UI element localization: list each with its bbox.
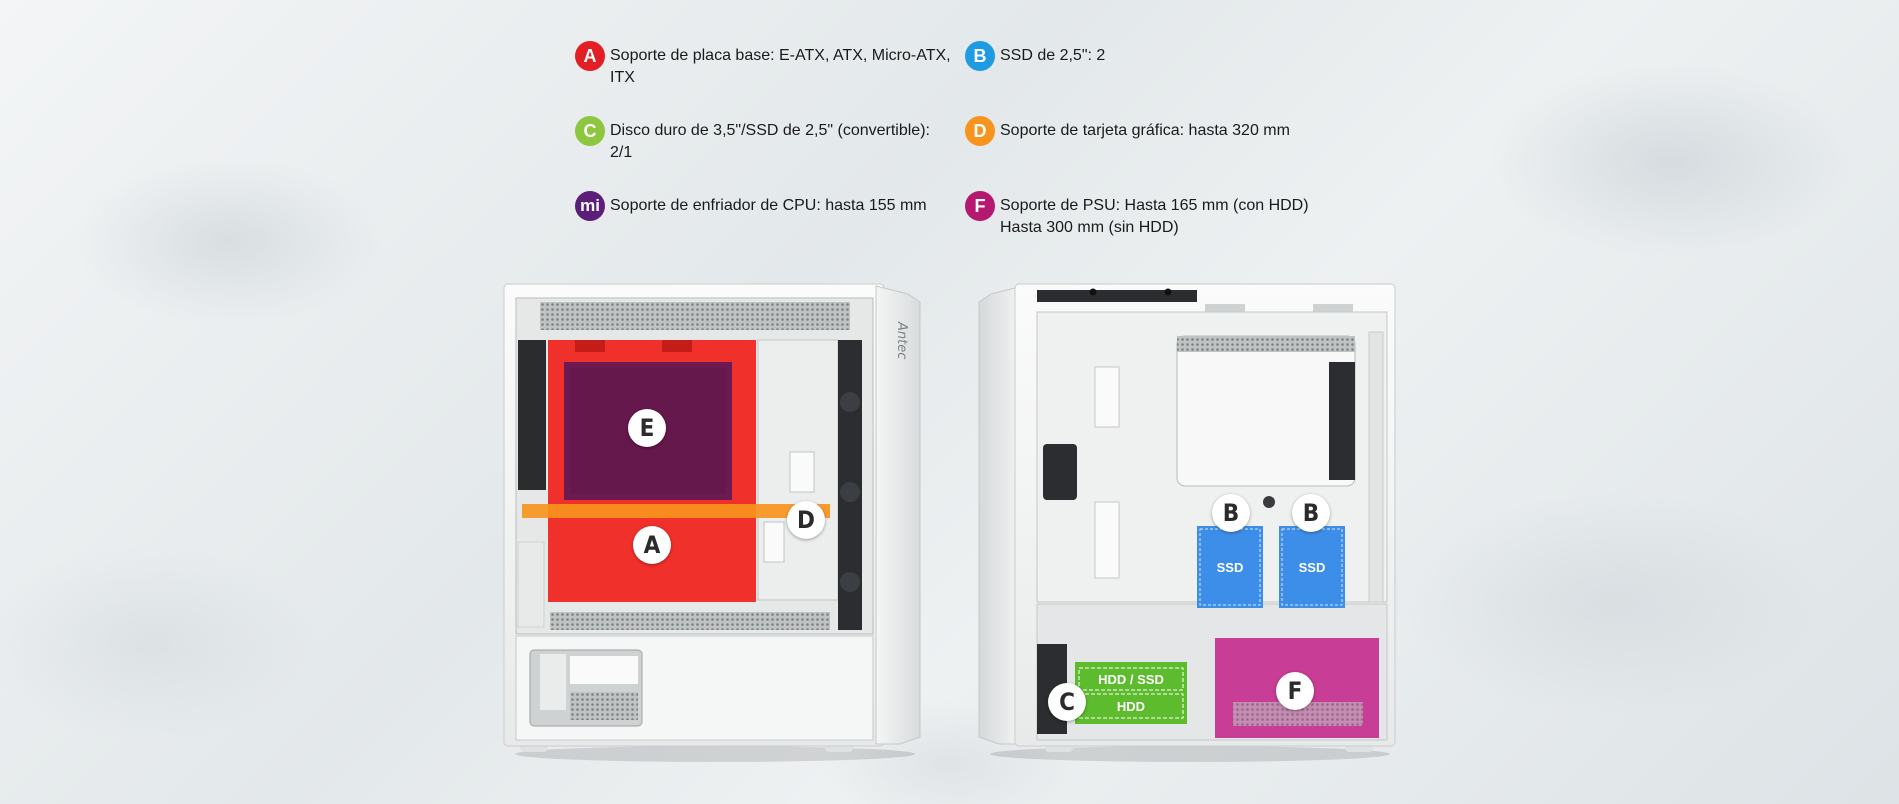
spec-d-text: Soporte de tarjeta gráfica: hasta 320 mm (1000, 122, 1290, 139)
label-a: A (633, 526, 671, 564)
left-case: Antec E A D (500, 282, 925, 762)
label-c: C (1048, 683, 1086, 721)
right-case-drawing (978, 283, 1396, 762)
spec-d: D Soporte de tarjeta gráfica: hasta 320 … (965, 116, 1290, 146)
spec-b-text: SSD de 2,5": 2 (1000, 47, 1106, 64)
hdd-label: HDD (1116, 698, 1146, 714)
label-b-2: B (1292, 494, 1330, 532)
ssd-label-2: SSD (1298, 559, 1326, 575)
spec-f-badge: F (965, 191, 995, 221)
label-f: F (1276, 672, 1314, 710)
spec-f-text: Soporte de PSU: Hasta 165 mm (con HDD) H… (1000, 197, 1309, 236)
right-case: B B C F SSD SSD HDD / SSD HDD (975, 282, 1400, 762)
spec-f: F Soporte de PSU: Hasta 165 mm (con HDD)… (965, 191, 1309, 239)
spec-d-badge: D (965, 116, 995, 146)
label-e: E (628, 409, 666, 447)
left-case-drawing: Antec (503, 283, 921, 762)
hdd-ssd-label: HDD / SSD (1098, 671, 1164, 687)
spec-b-badge: B (965, 41, 995, 71)
spec-a: A Soporte de placa base: E-ATX, ATX, Mic… (575, 41, 951, 89)
spec-e-text: Soporte de enfriador de CPU: hasta 155 m… (610, 197, 927, 214)
spec-c: C Disco duro de 3,5"/SSD de 2,5" (conver… (575, 116, 930, 164)
spec-a-text: Soporte de placa base: E-ATX, ATX, Micro… (610, 47, 951, 86)
spec-e: mi Soporte de enfriador de CPU: hasta 15… (575, 191, 927, 221)
label-b-1: B (1212, 494, 1250, 532)
spec-e-badge: mi (575, 191, 605, 221)
label-d: D (787, 501, 825, 539)
spec-a-badge: A (575, 41, 605, 71)
spec-b: B SSD de 2,5": 2 (965, 41, 1106, 71)
spec-c-text: Disco duro de 3,5"/SSD de 2,5" (converti… (610, 122, 930, 161)
antec-logo: Antec (894, 321, 909, 359)
spec-c-badge: C (575, 116, 605, 146)
ssd-label-1: SSD (1216, 559, 1244, 575)
